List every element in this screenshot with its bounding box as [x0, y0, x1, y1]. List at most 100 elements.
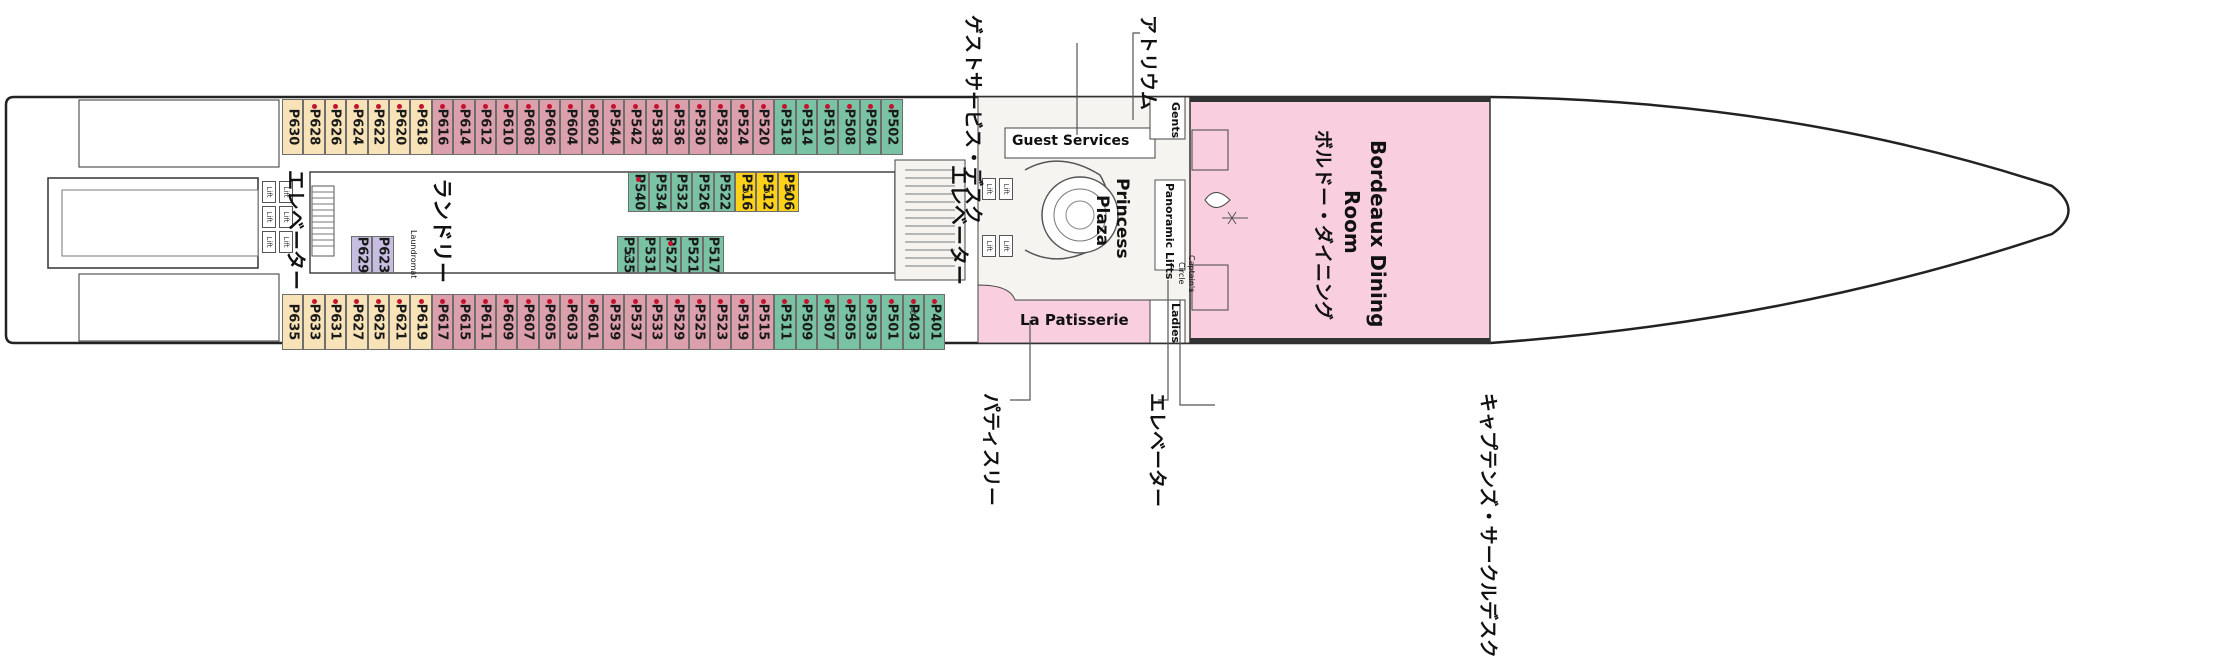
- laundromat-label: Laundromat: [409, 230, 418, 279]
- cabin-number: P621: [392, 303, 408, 341]
- cabin-marker: [867, 299, 873, 304]
- cabin-marker: [846, 104, 852, 109]
- cabin-number: P601: [584, 303, 600, 341]
- cabin-marker: [546, 299, 552, 304]
- lift-center-2: Lift: [999, 178, 1013, 200]
- cabin-p604: P604: [560, 99, 582, 155]
- cabin-number: P508: [841, 108, 857, 146]
- ladies-label: Ladies: [1169, 303, 1182, 344]
- cabin-number: P616: [434, 108, 450, 146]
- cabin-marker: [461, 104, 467, 109]
- lift-left-3: Lift: [262, 231, 276, 253]
- elevator-center-jp-label: エレベーター: [947, 165, 971, 285]
- cabin-number: P627: [349, 303, 365, 341]
- cabin-p626: P626: [324, 99, 347, 155]
- cabin-marker: [803, 104, 809, 109]
- panoramic-lifts-label: Panoramic Lifts: [1163, 183, 1176, 280]
- lift-left-1: Lift: [262, 181, 276, 203]
- cabin-marker: [910, 299, 916, 304]
- cabin-p601: P601: [581, 294, 603, 350]
- cabin-p521: P521: [681, 236, 703, 273]
- cabin-p508: P508: [838, 99, 860, 155]
- cabin-number: P515: [755, 303, 771, 341]
- cabin-marker: [311, 299, 317, 304]
- cabin-p502: P502: [881, 99, 903, 155]
- cabin-number: P507: [820, 303, 836, 341]
- cabin-number: P520: [755, 108, 771, 146]
- cabin-number: P511: [777, 303, 793, 341]
- dining-entrance: [1191, 129, 1248, 311]
- cabin-p515: P515: [752, 294, 775, 350]
- cabin-p624: P624: [346, 99, 368, 155]
- cabin-number: P401: [927, 303, 943, 341]
- cabin-marker: [504, 104, 510, 109]
- cabin-p619: P619: [410, 294, 432, 350]
- cabin-number: P533: [648, 303, 664, 341]
- cabin-marker: [397, 299, 403, 304]
- cabin-p544: P544: [603, 99, 625, 155]
- cabin-number: P612: [477, 108, 493, 146]
- cabin-marker: [889, 299, 895, 304]
- cabin-p511: P511: [774, 294, 796, 350]
- cabin-number: P605: [541, 303, 557, 341]
- guest-services-counter: [1004, 127, 1156, 159]
- cabin-number: P635: [285, 303, 301, 341]
- cabin-p532: P532: [670, 172, 693, 212]
- cabin-marker: [504, 299, 510, 304]
- cabin-marker: [354, 104, 360, 109]
- cabin-number: P514: [798, 108, 814, 146]
- cabin-number: P607: [520, 303, 536, 341]
- cabin-p512: P512♿: [756, 172, 778, 212]
- cabin-p507: P507: [817, 294, 839, 350]
- cabin-p622: P622: [367, 99, 389, 155]
- cabin-marker: [825, 299, 831, 304]
- cabin-marker: [867, 104, 873, 109]
- cabin-marker: [696, 104, 702, 109]
- cabin-p631: P631: [324, 294, 347, 350]
- lift-center-4: Lift: [999, 235, 1013, 257]
- cabin-p503: P503: [859, 294, 882, 350]
- cabin-p522: P522: [713, 172, 735, 212]
- cabin-marker: [632, 104, 638, 109]
- cabin-p609: P609: [496, 294, 518, 350]
- cabin-marker: [846, 299, 852, 304]
- patisserie-jp-label: パティスリー: [980, 393, 1002, 506]
- cabin-marker: [354, 299, 360, 304]
- corridor: [309, 171, 896, 274]
- cabin-p630: P630: [282, 99, 304, 155]
- cabin-marker: [482, 104, 488, 109]
- accessible-icon: ♿: [762, 185, 772, 196]
- cabin-p607: P607: [517, 294, 539, 350]
- cabin-marker: [667, 241, 673, 246]
- cabin-p525: P525: [688, 294, 710, 350]
- cabin-marker: [525, 299, 531, 304]
- cabin-number: P622: [370, 108, 386, 146]
- cabin-marker: [482, 299, 488, 304]
- cabin-number: P505: [841, 303, 857, 341]
- cabin-number: P518: [777, 108, 793, 146]
- lift-left-2: Lift: [262, 206, 276, 228]
- cabin-p534: P534: [649, 172, 671, 212]
- cabin-marker: [760, 299, 766, 304]
- cabin-marker: [375, 299, 381, 304]
- cabin-marker: [568, 299, 574, 304]
- lift-left-5: Lift: [279, 206, 293, 228]
- cabin-marker: [718, 299, 724, 304]
- cabin-p615: P615: [453, 294, 475, 350]
- stern-inner: [61, 189, 259, 257]
- cabin-number: P617: [434, 303, 450, 341]
- cabin-marker: [675, 104, 681, 109]
- cabin-number: P528: [713, 108, 729, 146]
- cabin-marker: [332, 104, 338, 109]
- callout-lines: [1010, 32, 1215, 406]
- cabin-p621: P621: [389, 294, 411, 350]
- atrium-jp-label: アトリウム: [1137, 15, 1159, 111]
- cabin-p504: P504: [859, 99, 882, 155]
- cabin-p514: P514: [795, 99, 817, 155]
- cabin-marker: [418, 299, 424, 304]
- cabin-p605: P605: [538, 294, 561, 350]
- cabin-marker: [589, 104, 595, 109]
- cabin-number: P604: [563, 108, 579, 146]
- cabin-number: P538: [648, 108, 664, 146]
- cabin-p618: P618: [410, 99, 432, 155]
